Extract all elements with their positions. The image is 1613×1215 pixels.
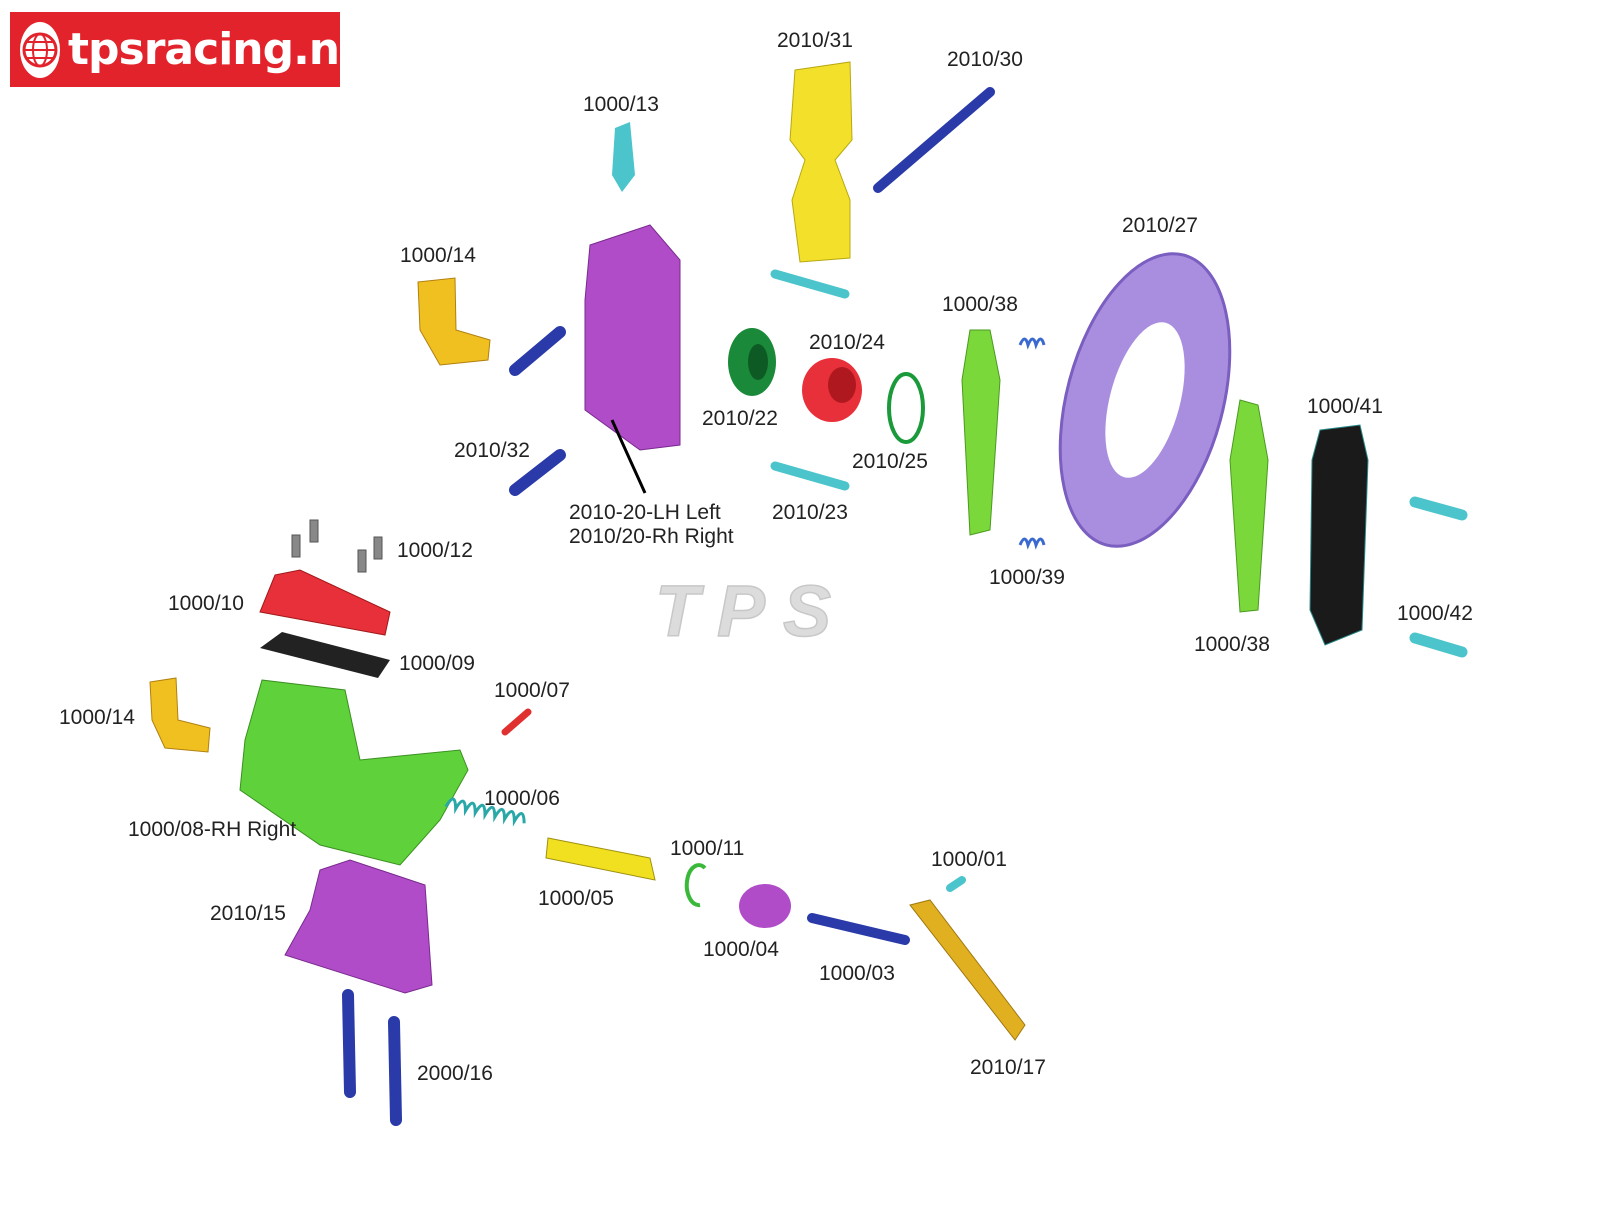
tpsracing-logo[interactable]: tpsracing.nl xyxy=(10,12,354,87)
label-2000-16: 2000/16 xyxy=(417,1062,493,1085)
part-2010-20 xyxy=(584,224,681,451)
label-2010-22: 2010/22 xyxy=(702,407,778,430)
part-1000-12 xyxy=(291,519,383,573)
label-2010-27: 2010/27 xyxy=(1122,214,1198,237)
label-1000-07: 1000/07 xyxy=(494,679,570,702)
label-1000-04: 1000/04 xyxy=(703,938,779,961)
label-2010-25: 2010/25 xyxy=(852,450,928,473)
label-2010-20-right: 2010/20-Rh Right xyxy=(569,525,734,548)
label-1000-14-bottom: 1000/14 xyxy=(59,706,135,729)
part-1000-08 xyxy=(239,679,469,866)
part-1000-05 xyxy=(545,837,656,881)
label-1000-38-bottom: 1000/38 xyxy=(1194,633,1270,656)
label-1000-13: 1000/13 xyxy=(583,93,659,116)
label-1000-11: 1000/11 xyxy=(670,837,745,860)
label-2010-31: 2010/31 xyxy=(777,29,853,52)
part-1000-06 xyxy=(444,797,526,827)
tps-watermark: TPS xyxy=(654,571,850,653)
part-1000-09 xyxy=(260,632,390,678)
part-2010-31 xyxy=(789,61,853,263)
globe-icon xyxy=(20,21,60,78)
part-1000-13 xyxy=(612,122,635,192)
part-2010-30 xyxy=(873,87,995,193)
label-2010-32: 2010/32 xyxy=(454,439,530,462)
part-1000-41 xyxy=(1309,424,1369,646)
part-2000-16-left xyxy=(342,989,356,1098)
part-2010-17 xyxy=(909,899,1026,1041)
part-1000-03 xyxy=(807,913,910,945)
label-2010-15: 2010/15 xyxy=(210,902,286,925)
part-2010-15 xyxy=(284,859,433,994)
label-1000-03: 1000/03 xyxy=(819,962,895,985)
part-1000-42 xyxy=(1409,632,1468,658)
label-2010-20-left: 2010-20-LH Left xyxy=(569,501,721,524)
part-2010-32 xyxy=(509,449,566,496)
part-1000-11 xyxy=(684,863,707,908)
label-1000-08: 1000/08-RH Right xyxy=(128,818,297,841)
part-bolt-upper xyxy=(509,326,566,376)
part-1000-39 xyxy=(1018,537,1046,550)
label-1000-09: 1000/09 xyxy=(399,652,475,675)
label-1000-06: 1000/06 xyxy=(484,787,560,810)
label-2010-24: 2010/24 xyxy=(809,331,885,354)
part-1000-10 xyxy=(259,569,391,636)
part-2010-23 xyxy=(770,461,850,491)
part-1000-04 xyxy=(739,884,791,928)
label-2010-30: 2010/30 xyxy=(947,48,1023,71)
part-1000-01 xyxy=(946,876,966,892)
logo-text: tpsracing.nl xyxy=(68,24,354,75)
label-1000-14-top: 1000/14 xyxy=(400,244,476,267)
part-pin-upper xyxy=(770,269,850,299)
label-2010-23: 2010/23 xyxy=(772,501,848,524)
label-1000-39: 1000/39 xyxy=(989,566,1065,589)
part-1000-42-upper xyxy=(1409,496,1468,521)
label-1000-01: 1000/01 xyxy=(931,848,1007,871)
part-1000-14-top xyxy=(417,277,491,366)
part-spring-1000-38 xyxy=(1018,337,1046,350)
part-1000-07 xyxy=(501,708,532,736)
label-1000-38-top: 1000/38 xyxy=(942,293,1018,316)
label-1000-12: 1000/12 xyxy=(397,539,473,562)
part-1000-38-left xyxy=(961,329,1001,536)
label-1000-42: 1000/42 xyxy=(1397,602,1473,625)
part-1000-38-right xyxy=(1229,399,1269,613)
part-2000-16-right xyxy=(388,1016,402,1126)
label-1000-41: 1000/41 xyxy=(1307,395,1383,418)
label-1000-05: 1000/05 xyxy=(538,887,614,910)
leader-line xyxy=(610,419,647,494)
part-1000-14-bottom xyxy=(149,677,211,753)
label-1000-10: 1000/10 xyxy=(168,592,244,615)
label-2010-17: 2010/17 xyxy=(970,1056,1046,1079)
part-2010-25 xyxy=(887,372,925,444)
